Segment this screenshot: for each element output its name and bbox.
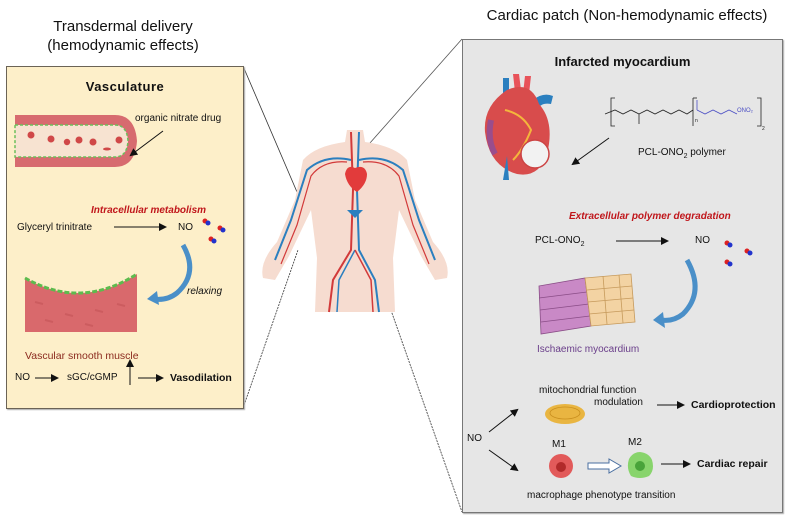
ischaemic-myocardium-illustration <box>538 273 636 335</box>
no-product-right-label: NO <box>695 235 710 246</box>
pcl-ono2-source-label: PCL-ONO2 <box>535 235 585 248</box>
right-panel-title: Cardiac patch (Non-hemodynamic effects) <box>486 7 768 24</box>
vasculature-panel: Vasculature organic nitrate drug Intrace… <box>6 66 244 409</box>
relaxing-label: relaxing <box>187 286 223 297</box>
pathway-vasodilation: Vasodilation <box>170 372 232 384</box>
effects-no-label: NO <box>467 433 482 444</box>
connector-left-bottom <box>242 249 299 409</box>
mito-label-line1: mitochondrial function <box>539 385 637 396</box>
connector-right-top <box>361 38 463 153</box>
polymer-to-heart-arrow <box>571 137 610 166</box>
infarcted-heading: Infarcted myocardium <box>554 54 691 69</box>
intracellular-metabolism-label: Intracellular metabolism <box>91 205 207 216</box>
effects-arrows <box>488 401 691 472</box>
left-title-line1: Transdermal delivery <box>53 18 193 35</box>
human-circulatory-system-illustration <box>262 130 448 313</box>
ischaemic-myocardium-label: Ischaemic myocardium <box>537 344 640 355</box>
macrophage-transition-label: macrophage phenotype transition <box>527 490 676 501</box>
heart-with-patch-illustration <box>484 74 553 180</box>
chem-ono2: ONO₂ <box>737 108 754 114</box>
smooth-muscle-label: Vascular smooth muscle <box>25 350 139 362</box>
relaxing-curved-arrow <box>147 243 193 305</box>
m2-label: M2 <box>628 437 642 448</box>
extracellular-degradation-label: Extracellular polymer degradation <box>569 211 731 222</box>
pathway-no: NO <box>15 372 30 383</box>
cardiac-repair-label: Cardiac repair <box>697 458 768 470</box>
pcl-to-no-arrow <box>616 237 669 245</box>
m2-macrophage-icon <box>627 452 653 478</box>
infarcted-myocardium-panel: Infarcted myocardium ONO₂ n 2 PCL-ONO <box>462 39 783 513</box>
vasculature-heading: Vasculature <box>85 79 165 94</box>
connector-left-top <box>242 65 298 193</box>
mitochondria-icon <box>545 404 585 424</box>
chem-n: n <box>695 118 698 124</box>
m1-label: M1 <box>552 439 566 450</box>
mito-label-line2: modulation <box>594 397 643 408</box>
degradation-curved-arrow <box>653 258 698 328</box>
smooth-muscle-illustration <box>24 272 138 332</box>
cardioprotection-label: Cardioprotection <box>691 399 776 411</box>
left-panel-title: Transdermal delivery (hemodynamic effect… <box>18 17 228 55</box>
glyceryl-trinitrate-label: Glyceryl trinitrate <box>17 222 93 233</box>
drug-pointer-arrow <box>129 130 164 157</box>
no-product-label: NO <box>178 222 193 233</box>
left-title-line2: (hemodynamic effects) <box>47 37 199 54</box>
pathway-sgc-cgmp: sGC/cGMP <box>67 372 118 383</box>
chem-sub2: 2 <box>762 126 765 132</box>
no-molecules-icon <box>202 218 226 244</box>
organic-nitrate-label: organic nitrate drug <box>135 113 222 124</box>
connector-right-bottom <box>361 227 463 513</box>
pathway-arrows <box>35 359 164 385</box>
blood-vessel-illustration <box>14 115 137 167</box>
m1-to-m2-arrow-icon <box>587 458 622 474</box>
pcl-ono2-polymer-label: PCL-ONO2 polymer <box>638 147 726 160</box>
body-heart <box>345 166 367 192</box>
pcl-ono2-chemical-structure: ONO₂ n 2 <box>604 97 765 132</box>
no-molecules-right-icon <box>724 240 753 267</box>
gtn-to-no-arrow <box>114 223 167 231</box>
m1-macrophage-icon <box>549 454 573 478</box>
